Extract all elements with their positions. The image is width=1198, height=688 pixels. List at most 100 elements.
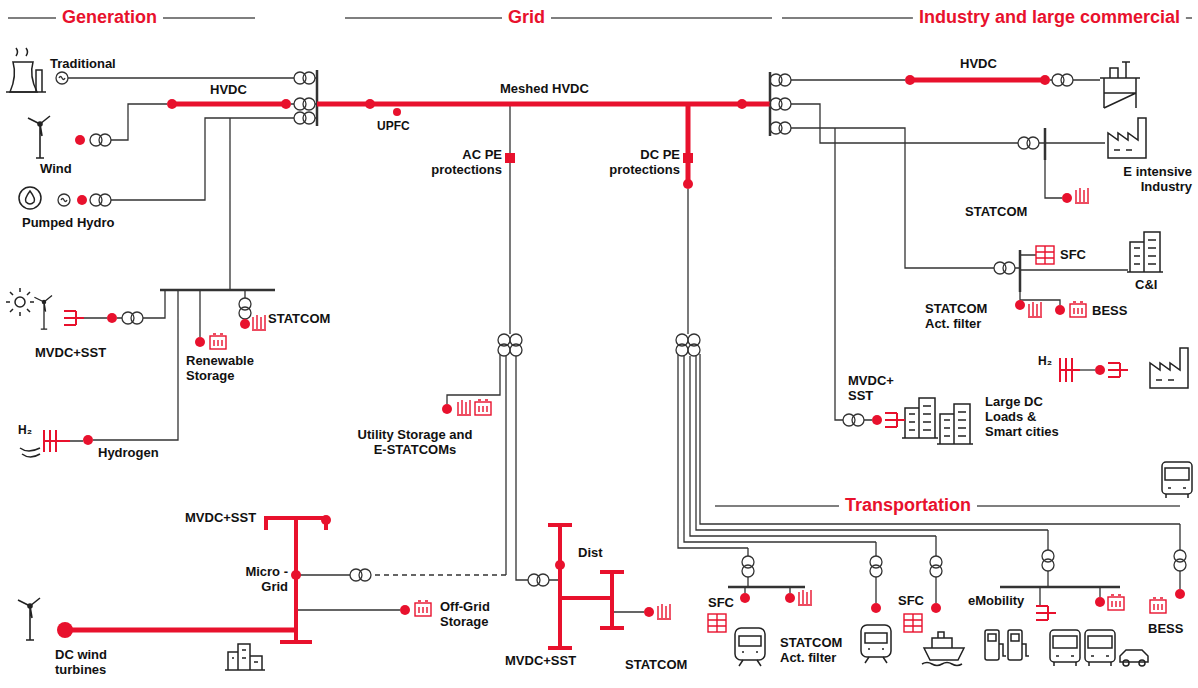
dc-link [65, 80, 1045, 630]
converter-dot [240, 319, 250, 329]
power-system-drawing [1085, 630, 1115, 666]
source-icon [20, 448, 40, 457]
ac-wire [745, 524, 1180, 606]
component-label: Renewable Storage [186, 354, 261, 384]
component-label: STATCOM [965, 205, 1027, 220]
device-icon [1060, 358, 1080, 382]
source-icon [16, 48, 28, 56]
power-system-drawing [28, 116, 50, 158]
transformer [1052, 74, 1073, 86]
transformer [294, 72, 315, 84]
section-heading: Grid [502, 7, 551, 28]
device-icon [44, 188, 1166, 632]
transformer [239, 298, 251, 319]
converter-dot [1175, 589, 1185, 599]
ac-wire [1080, 369, 1095, 370]
converter-dot [321, 515, 331, 525]
component-label: Micro -Grid [243, 565, 288, 595]
ac-wire [70, 318, 122, 441]
component-label: Traditional [50, 57, 116, 72]
component-label: HVDC [210, 83, 247, 98]
section-heading: Industry and large commercial [913, 7, 1186, 28]
device-icon [885, 413, 905, 427]
converter-dot [1015, 300, 1025, 310]
converter-dot [1062, 193, 1072, 203]
device-icon [708, 614, 726, 632]
converter-dot [740, 593, 750, 603]
transformer [870, 556, 882, 577]
transformer [742, 556, 754, 577]
power-system-drawing [34, 296, 52, 330]
power-system-drawing [985, 630, 1006, 660]
component-label: MVDC+ SST [848, 374, 898, 404]
power-system-drawing [1150, 348, 1188, 388]
converter-dot [1055, 305, 1065, 315]
component-label: DC wind turbines [55, 648, 117, 678]
device-icon [904, 614, 922, 632]
component-label: SFC [898, 594, 924, 609]
power-system-drawing [225, 644, 265, 670]
converter-dot [683, 179, 693, 189]
component-label: H₂ [18, 424, 32, 438]
device-icon [1036, 606, 1056, 620]
component-label: E intensive Industry [1100, 165, 1192, 195]
power-system-drawing [902, 398, 938, 438]
power-system-drawing [1120, 650, 1148, 666]
converter-dot [644, 607, 654, 617]
component-label: SFC [708, 596, 734, 611]
component-label: Meshed HVDC [500, 82, 589, 97]
power-system-drawing [1108, 118, 1146, 158]
device-icon [1108, 363, 1128, 377]
section-rule [8, 18, 1192, 506]
converter-dot [57, 622, 73, 638]
component-label: UPFC [377, 120, 410, 134]
component-label: H₂ [1038, 355, 1052, 369]
component-label: Utility Storage and E-STATCOMs [356, 428, 474, 458]
transformer [676, 334, 700, 356]
source-icon [6, 70, 46, 92]
section-heading: Generation [56, 7, 163, 28]
converter-dot [505, 153, 515, 163]
section-heading: Transportation [839, 495, 977, 516]
busbar [160, 70, 1120, 587]
component-label: Wind [40, 162, 72, 177]
component-label: AC PE protections [417, 148, 502, 178]
source-icon [6, 48, 46, 457]
component-label: Pumped Hydro [22, 216, 114, 231]
power-system-drawing [1050, 630, 1080, 666]
transformer [498, 334, 522, 356]
device-icon [475, 400, 491, 415]
transformer [770, 122, 791, 134]
converter-dot [107, 313, 117, 323]
transformer [90, 72, 1186, 586]
dashed-tie [371, 574, 506, 575]
source-icon [26, 191, 35, 204]
ac-wire [68, 78, 1180, 612]
converter-dot [1095, 365, 1105, 375]
power-system-drawing [58, 194, 70, 206]
ac-wire [791, 80, 1100, 420]
converter-dot [400, 605, 410, 615]
device-icon [44, 430, 70, 452]
device-icon [252, 315, 266, 330]
ac-wire [1015, 143, 1128, 305]
converter-dot [905, 75, 915, 85]
component-label: STATCOM [268, 312, 330, 327]
converter-dot [365, 99, 375, 109]
transformer [1174, 550, 1186, 571]
converter-dot [77, 195, 87, 205]
transformer [122, 312, 143, 324]
power-system-drawing [18, 598, 40, 640]
component-label: BESS [1092, 304, 1127, 319]
converter-dot [442, 404, 452, 414]
device-icon [1108, 595, 1124, 610]
ac-wire [296, 104, 644, 612]
converter-dot [1095, 597, 1105, 607]
transformer [843, 414, 864, 426]
device-icon [1150, 598, 1166, 613]
converter-dot [931, 603, 941, 613]
converter-dot [167, 99, 177, 109]
device-icon [1070, 302, 1086, 317]
converter-dot [1040, 75, 1050, 85]
transformer [294, 112, 315, 124]
